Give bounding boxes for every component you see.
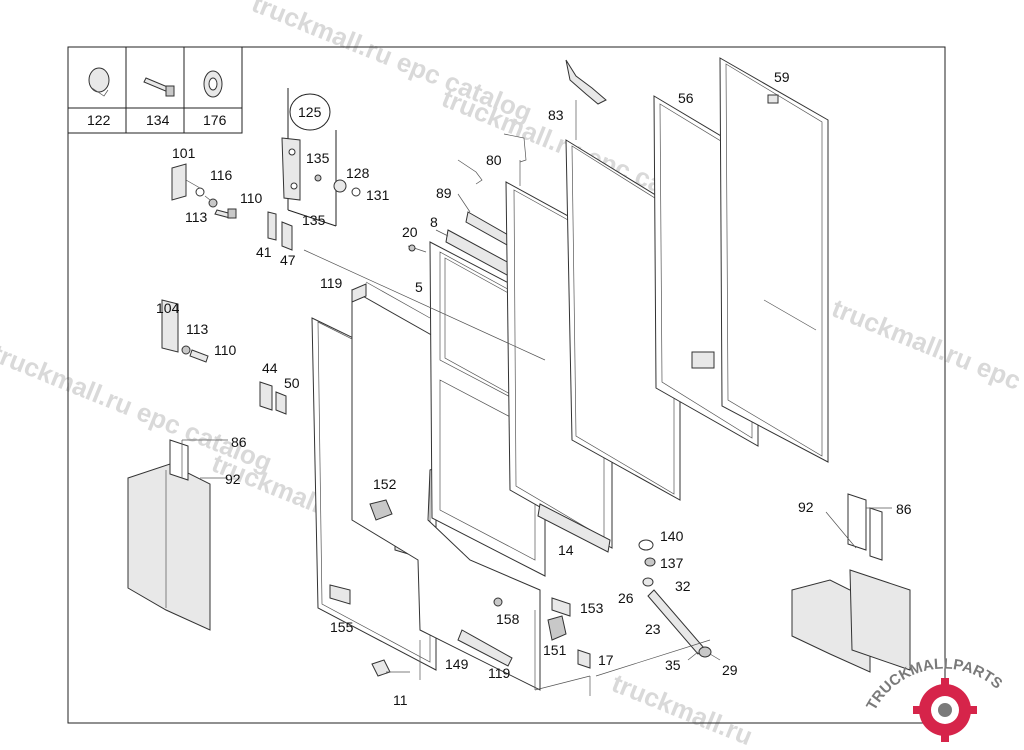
part-label: 29: [722, 662, 738, 678]
part-label: 44: [262, 360, 278, 376]
watermark: truckmall.ru: [608, 668, 757, 750]
part-label: 149: [445, 656, 469, 672]
part-label: 89: [436, 185, 452, 201]
legend-label: 134: [146, 112, 170, 128]
bracket-125: 125: [281, 88, 361, 227]
part-label: 26: [618, 590, 634, 606]
part-label: 92: [225, 471, 241, 487]
part-labels: 101 116 113 110 135 128 131 135 41 47 20…: [156, 69, 912, 708]
upper-hinge-group: [171, 163, 293, 251]
bolt-icon: [143, 77, 175, 97]
part-label: 113: [186, 321, 209, 337]
part-label: 140: [660, 528, 684, 544]
part-label: 35: [665, 657, 681, 673]
part-label: 110: [214, 342, 237, 358]
part-label: 151: [543, 642, 567, 658]
gas-strut: [638, 539, 712, 658]
part-label: 56: [678, 90, 694, 106]
part-label: 110: [240, 190, 263, 206]
lower-rail: [537, 503, 611, 553]
part-label: 50: [284, 375, 300, 391]
part-label: 137: [660, 555, 684, 571]
watermark: truckmall.ru epc catalog: [828, 293, 1024, 433]
part-label: 153: [580, 600, 604, 616]
part-label: 158: [496, 611, 520, 627]
gear-icon: [913, 678, 977, 742]
part-label: 20: [402, 224, 418, 240]
part-label: 17: [598, 652, 614, 668]
clip-icon: [203, 70, 223, 98]
part-label: 116: [210, 167, 233, 183]
part-label: 155: [330, 619, 354, 635]
part-label: 119: [320, 275, 343, 291]
left-hinge-block: [127, 299, 287, 631]
part-label: 14: [558, 542, 574, 558]
part-label: 131: [366, 187, 390, 203]
door-seal: [565, 59, 681, 501]
part-label: 152: [373, 476, 397, 492]
part-label: 86: [896, 501, 912, 517]
part-label: 5: [415, 279, 423, 295]
part-label: 32: [675, 578, 691, 594]
part-label: 104: [156, 300, 180, 316]
legend-label: 122: [87, 112, 111, 128]
part-label: 135: [306, 150, 330, 166]
part-label: 113: [185, 209, 208, 225]
legend-label: 176: [203, 112, 227, 128]
part-label: 83: [548, 107, 564, 123]
part-label: 80: [486, 152, 502, 168]
part-label: 135: [302, 212, 326, 228]
part-label: 47: [280, 252, 296, 268]
outer-shell: [719, 57, 829, 463]
circled-label-ring: [289, 93, 331, 131]
part-label: 86: [231, 434, 247, 450]
part-label: 8: [430, 214, 438, 230]
part-label: 101: [172, 145, 196, 161]
lock-parts: [369, 499, 591, 677]
diagram-frame: [67, 46, 946, 724]
right-hinge-block: [791, 493, 911, 673]
legend-boxes: 122 134 176: [67, 46, 243, 134]
part-label: 128: [346, 165, 370, 181]
part-label: 23: [645, 621, 661, 637]
leader-lines: [181, 100, 892, 696]
part-label: 11: [393, 692, 408, 708]
part-label: 119: [488, 665, 511, 681]
brand-logo: TRUCKMALLPARTS: [863, 656, 1005, 742]
part-label: 59: [774, 69, 790, 85]
part-label: 92: [798, 499, 814, 515]
cap-icon: [88, 67, 110, 97]
part-label: 41: [256, 244, 272, 260]
circled-label: 125: [298, 104, 322, 120]
